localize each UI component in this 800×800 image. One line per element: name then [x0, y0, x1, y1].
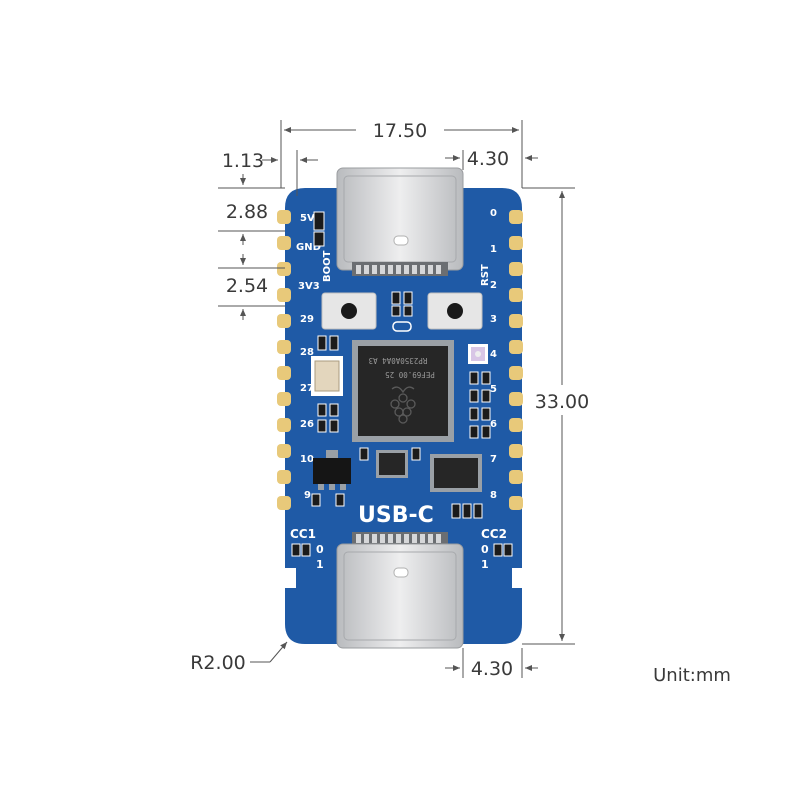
- cc2-one-label: 1: [481, 558, 489, 571]
- pin-label-5v: 5V: [300, 213, 315, 224]
- cc1-one-label: 1: [316, 558, 324, 571]
- right-pads: [509, 210, 523, 510]
- voltage-regulator: [313, 450, 351, 490]
- pin-label-2: 2: [490, 280, 497, 291]
- top-connector-label: 4.30: [467, 148, 509, 170]
- pin-label-1: 1: [490, 244, 497, 255]
- usb-label-parts: [451, 503, 483, 519]
- pin-top-dimension: 2.88: [218, 174, 285, 245]
- pin-pitch-dimension: 2.54: [218, 254, 285, 320]
- rgb-led: [468, 344, 488, 364]
- pin-label-7: 7: [490, 454, 497, 465]
- flash-chip: [430, 454, 482, 492]
- pin-label-29: 29: [300, 314, 314, 325]
- small-ic: [376, 450, 408, 478]
- crystal-component: [311, 335, 343, 396]
- left-offset-label: 1.13: [222, 150, 264, 172]
- top-connector-dimension: 4.30: [445, 148, 538, 170]
- small-components-top-left: [313, 211, 325, 247]
- pin-label-gnd: GND: [296, 242, 321, 253]
- chip-marking-line2: PEF69.00 25: [385, 370, 435, 379]
- cc1-label: CC1: [290, 527, 316, 541]
- left-pads: [277, 210, 291, 510]
- pin-label-27: 27: [300, 383, 314, 394]
- chip-marking-line1: RP2350A0A4 A3: [369, 356, 428, 365]
- cc2-zero-label: 0: [481, 543, 489, 556]
- rst-label: RST: [480, 264, 491, 286]
- pin-label-6: 6: [490, 419, 497, 430]
- left-offset-dimension: 1.13: [222, 150, 318, 196]
- pin-label-10: 10: [300, 454, 314, 465]
- bottom-connector-dimension: 4.30: [445, 648, 538, 680]
- cc-resistors: [291, 543, 513, 557]
- pin-label-4: 4: [490, 349, 497, 360]
- height-label: 33.00: [535, 391, 589, 413]
- pin-pitch-label: 2.54: [226, 275, 268, 297]
- reset-button: [427, 292, 483, 330]
- left-pin-labels: 5V GND 3V3 29 28 27 26 10 9: [296, 213, 321, 501]
- passive-components: [311, 371, 491, 507]
- raspberry-logo: [390, 386, 416, 424]
- height-dimension: 33.00: [522, 187, 589, 645]
- pin-label-5: 5: [490, 384, 497, 395]
- mcu-chip: RP2350A0A4 A3 PEF69.00 25: [352, 340, 454, 442]
- pin-label-3: 3: [490, 314, 497, 325]
- cc1-zero-label: 0: [316, 543, 324, 556]
- top-usb-c-connector: [336, 167, 464, 276]
- bottom-connector-label: 4.30: [471, 658, 513, 680]
- pin-label-8: 8: [490, 490, 497, 501]
- pin-label-3v3: 3V3: [298, 281, 320, 292]
- pin-top-label: 2.88: [226, 201, 268, 223]
- bottom-usb-c-connector: [336, 532, 464, 649]
- pin-label-28: 28: [300, 347, 314, 358]
- radius-dimension: R2.00: [190, 641, 288, 674]
- pin-label-0: 0: [490, 208, 497, 219]
- pin-label-26: 26: [300, 419, 314, 430]
- usb-c-silk-label: USB-C: [358, 503, 434, 528]
- cc2-label: CC2: [481, 527, 507, 541]
- pin-label-9: 9: [304, 490, 311, 501]
- width-dimension: 17.50: [280, 120, 523, 188]
- right-pin-labels: 0 1 2 3 4 5 6 7 8: [490, 208, 497, 501]
- boot-button: [321, 292, 377, 330]
- width-label: 17.50: [373, 120, 427, 142]
- radius-label: R2.00: [190, 652, 246, 674]
- boot-label: BOOT: [322, 250, 333, 282]
- small-components-center-top: [391, 291, 413, 332]
- unit-label: Unit:mm: [653, 665, 731, 686]
